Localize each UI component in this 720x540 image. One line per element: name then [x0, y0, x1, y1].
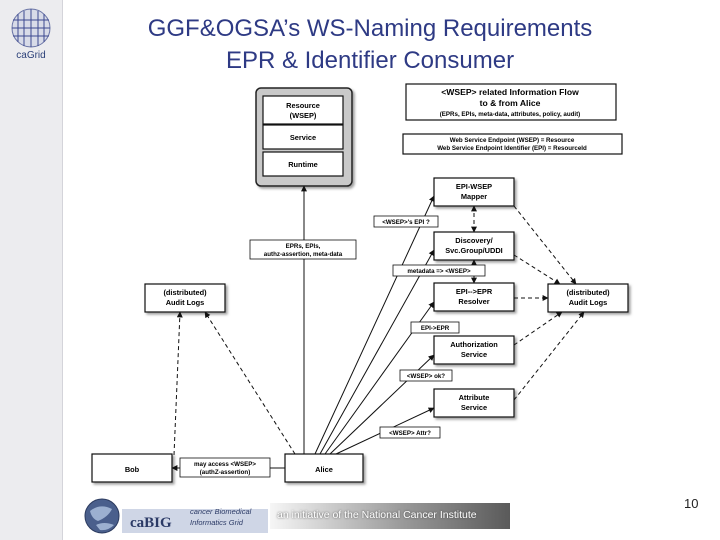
legend-subheading: (EPRs, EPIs, meta-data, attributes, poli… [440, 111, 581, 118]
label-metadata: metadata => <WSEP> [407, 268, 471, 275]
svg-text:EPI-->EPR: EPI-->EPR [456, 287, 493, 296]
svg-text:Svc.Group/UDDI: Svc.Group/UDDI [445, 246, 503, 255]
svg-text:Authorization: Authorization [450, 340, 498, 349]
cagrid-logo-icon [11, 8, 51, 48]
svg-text:(distributed): (distributed) [163, 288, 207, 297]
audit-logs-left-node: (distributed) Audit Logs [144, 283, 226, 313]
svg-text:Audit Logs: Audit Logs [569, 298, 608, 307]
footer-initiative-text: an initiative of the National Cancer Ins… [277, 509, 477, 521]
epi-epr-resolver-node: EPI-->EPR Resolver [433, 282, 515, 312]
svg-text:Attribute: Attribute [459, 393, 490, 402]
logo-text: caGrid [16, 50, 46, 61]
svg-text:caBIG: caBIG [130, 515, 172, 531]
legend-definition-2: Web Service Endpoint Identifier (EPI) = … [437, 145, 587, 152]
discovery-node: Discovery/ Svc.Group/UDDI [433, 231, 515, 261]
svg-text:(distributed): (distributed) [566, 288, 610, 297]
alice-node: Alice [284, 453, 364, 483]
svg-text:Alice: Alice [315, 465, 333, 474]
service-label: Service [290, 133, 316, 142]
resource-container: Resource (WSEP) Service Runtime [255, 87, 353, 187]
legend: <WSEP> related Information Flow to & fro… [402, 83, 623, 155]
svg-text:Service: Service [461, 350, 487, 359]
legend-definition-1: Web Service Endpoint (WSEP) = Resource [450, 137, 575, 144]
label-wsep-attr: <WSEP> Attr? [389, 430, 431, 437]
label-may-access-1: may access <WSEP> [194, 461, 256, 468]
epi-wsep-mapper-node: EPI-WSEP Mapper [433, 177, 515, 207]
slide-title-line2: EPR & Identifier Consumer [225, 47, 515, 74]
arrow-labels: <WSEP>'s EPI ? EPRs, EPIs, authz-asserti… [179, 215, 486, 478]
resource-wsep-label: (WSEP) [290, 111, 317, 120]
svg-text:Audit Logs: Audit Logs [166, 298, 205, 307]
svg-text:Bob: Bob [125, 465, 140, 474]
page-number: 10 [684, 496, 699, 511]
cabig-logo-icon: caBIG cancer Biomedical Informatics Grid [82, 497, 268, 535]
footer-banner [270, 503, 510, 529]
bob-node: Bob [91, 453, 173, 483]
label-epi-epr: EPI->EPR [421, 325, 450, 332]
legend-heading-2: to & from Alice [480, 98, 541, 108]
slide-title-line1: GGF&OGSA’s WS-Naming Requirements [147, 15, 593, 42]
legend-heading-1: <WSEP> related Information Flow [441, 87, 579, 97]
label-may-access-2: (authZ-assertion) [200, 469, 251, 476]
svg-text:Mapper: Mapper [461, 192, 487, 201]
svg-text:Informatics Grid: Informatics Grid [190, 518, 244, 527]
attribute-service-node: Attribute Service [433, 388, 515, 418]
svg-text:Discovery/: Discovery/ [455, 236, 492, 245]
label-eprs-2: authz-assertion, meta-data [264, 251, 343, 258]
svg-text:cancer Biomedical: cancer Biomedical [190, 507, 252, 516]
audit-arrows [173, 205, 585, 456]
svg-text:Service: Service [461, 403, 487, 412]
authorization-service-node: Authorization Service [433, 335, 515, 365]
label-epi-query: <WSEP>'s EPI ? [382, 219, 430, 226]
label-wsep-ok: <WSEP> ok? [407, 373, 445, 380]
svg-text:Resolver: Resolver [458, 297, 489, 306]
sidebar: caGrid [0, 0, 63, 540]
audit-logs-right-node: (distributed) Audit Logs [547, 283, 629, 313]
label-eprs-1: EPRs, EPIs, [286, 243, 321, 250]
resource-label: Resource [286, 101, 320, 110]
request-arrows [171, 185, 435, 471]
runtime-label: Runtime [288, 160, 318, 169]
svg-text:EPI-WSEP: EPI-WSEP [456, 182, 492, 191]
